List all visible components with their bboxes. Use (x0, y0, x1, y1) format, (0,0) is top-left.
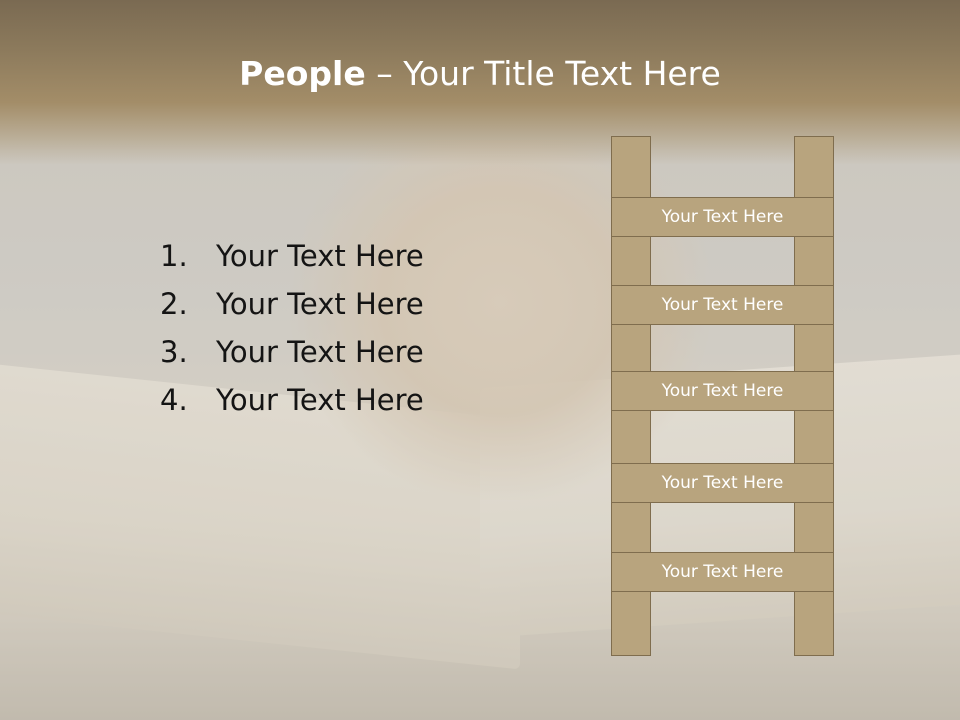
list-number: 4. (160, 383, 188, 417)
list-item-text: Your Text Here (216, 383, 424, 417)
list-item: 3. Your Text Here (160, 328, 500, 376)
title-bold-part: People (239, 54, 366, 93)
title-separator: – (365, 54, 404, 93)
list-item: 2. Your Text Here (160, 280, 500, 328)
list-item-text: Your Text Here (216, 287, 424, 321)
list-item-text: Your Text Here (216, 239, 424, 273)
ladder-rung-2[interactable]: Your Text Here (611, 285, 834, 325)
ladder-diagram: Your Text Here Your Text Here Your Text … (611, 136, 834, 658)
list-item-text: Your Text Here (216, 335, 424, 369)
list-item: 1. Your Text Here (160, 232, 500, 280)
ladder-rung-4[interactable]: Your Text Here (611, 463, 834, 503)
list-number: 3. (160, 335, 188, 369)
ladder-rung-3[interactable]: Your Text Here (611, 371, 834, 411)
list-number: 1. (160, 239, 188, 273)
title-rest: Your Title Text Here (403, 54, 721, 93)
ladder-rung-1[interactable]: Your Text Here (611, 197, 834, 237)
numbered-list[interactable]: 1. Your Text Here 2. Your Text Here 3. Y… (160, 232, 500, 424)
ladder-rung-5[interactable]: Your Text Here (611, 552, 834, 592)
list-number: 2. (160, 287, 188, 321)
slide-title[interactable]: People – Your Title Text Here (0, 54, 960, 93)
list-item: 4. Your Text Here (160, 376, 500, 424)
